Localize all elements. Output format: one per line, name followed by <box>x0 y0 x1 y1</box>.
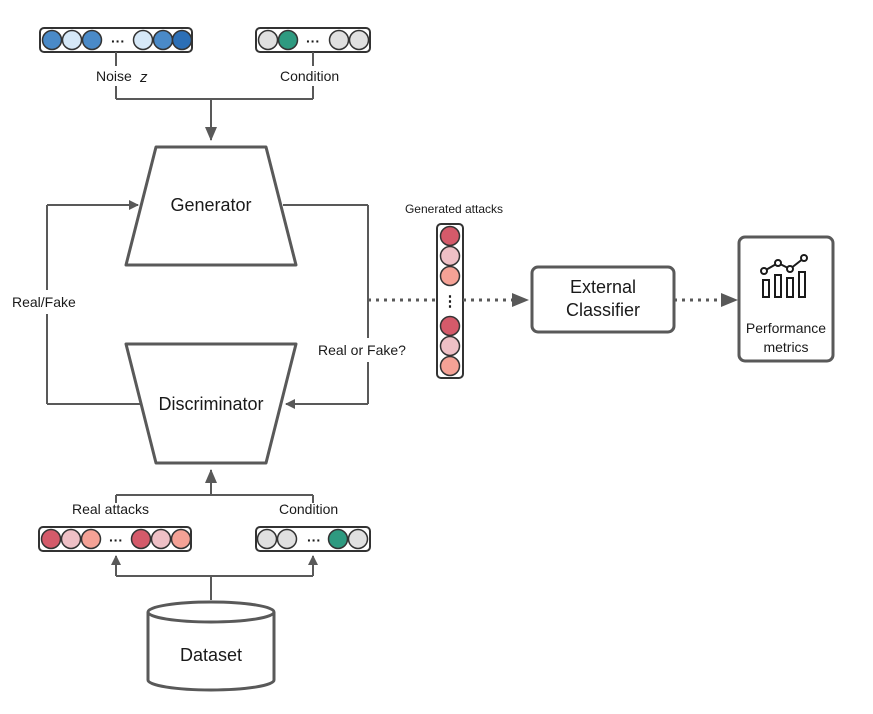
discriminator-label: Discriminator <box>158 394 263 414</box>
generator-block: Generator <box>124 145 298 267</box>
real-attack-element <box>40 528 62 550</box>
arrowhead-to-classifier <box>512 293 529 307</box>
performance-line1: Performance <box>746 320 826 336</box>
real-or-fake-label: Real or Fake? <box>318 342 406 358</box>
condition-element <box>327 528 349 550</box>
condition-element <box>257 29 279 51</box>
condition-label-bottom: Condition <box>279 501 338 517</box>
noise-element <box>81 29 103 51</box>
generated-attack-element <box>439 225 461 247</box>
noise-element <box>61 29 83 51</box>
dataset-cylinder: Dataset <box>146 600 276 692</box>
bar-chart-icon <box>760 254 808 298</box>
generated-attack-element <box>439 315 461 337</box>
generator-to-discriminator <box>283 204 369 409</box>
noise-variable: z <box>139 69 148 86</box>
top-merge-connector <box>115 52 314 141</box>
bottom-merge-connector <box>115 469 314 503</box>
dataset-split-connector <box>111 555 318 600</box>
real-attack-element <box>80 528 102 550</box>
performance-metrics-box: Performance metrics <box>737 235 835 363</box>
real-attacks-ellipsis: ··· <box>109 532 123 548</box>
noise-label: Noise <box>96 68 132 84</box>
external-classifier-line2: Classifier <box>566 300 640 320</box>
condition-element <box>277 29 299 51</box>
real-attacks-vector: ··· <box>38 526 192 552</box>
generator-label: Generator <box>170 195 251 215</box>
noise-element <box>132 29 154 51</box>
noise-element <box>41 29 63 51</box>
generated-attacks-label: Generated attacks <box>405 202 503 216</box>
real-fake-label: Real/Fake <box>12 294 76 310</box>
generated-attack-element <box>439 335 461 357</box>
generated-attack-element <box>439 245 461 267</box>
real-attack-element <box>150 528 172 550</box>
real-attack-element <box>130 528 152 550</box>
noise-ellipsis: ··· <box>111 33 125 49</box>
condition-top-ellipsis: ··· <box>306 33 320 49</box>
generated-vertical-ellipsis: ⋮ <box>443 293 458 310</box>
condition-element <box>348 29 370 51</box>
condition-element <box>276 528 298 550</box>
condition-element <box>347 528 369 550</box>
feedback-loop <box>46 200 140 405</box>
real-attacks-label: Real attacks <box>72 501 149 517</box>
generated-attacks-vector: ⋮ <box>436 223 464 379</box>
condition-element <box>328 29 350 51</box>
condition-element <box>256 528 278 550</box>
generated-attack-element <box>439 355 461 377</box>
generated-attack-element <box>439 265 461 287</box>
condition-vector-top: ··· <box>255 27 371 53</box>
noise-vector: ··· <box>39 27 193 53</box>
real-attack-element <box>60 528 82 550</box>
condition-bottom-ellipsis: ··· <box>307 532 321 548</box>
real-attack-element <box>170 528 192 550</box>
condition-vector-bottom: ··· <box>255 526 371 552</box>
condition-label-top: Condition <box>280 68 339 84</box>
noise-element <box>171 29 193 51</box>
external-classifier-box: External Classifier <box>530 265 676 334</box>
performance-line2: metrics <box>763 339 808 355</box>
dataset-label: Dataset <box>180 645 242 665</box>
external-classifier-line1: External <box>570 277 636 297</box>
discriminator-block: Discriminator <box>124 342 298 465</box>
arrowhead-to-metrics <box>721 293 738 307</box>
noise-element <box>152 29 174 51</box>
